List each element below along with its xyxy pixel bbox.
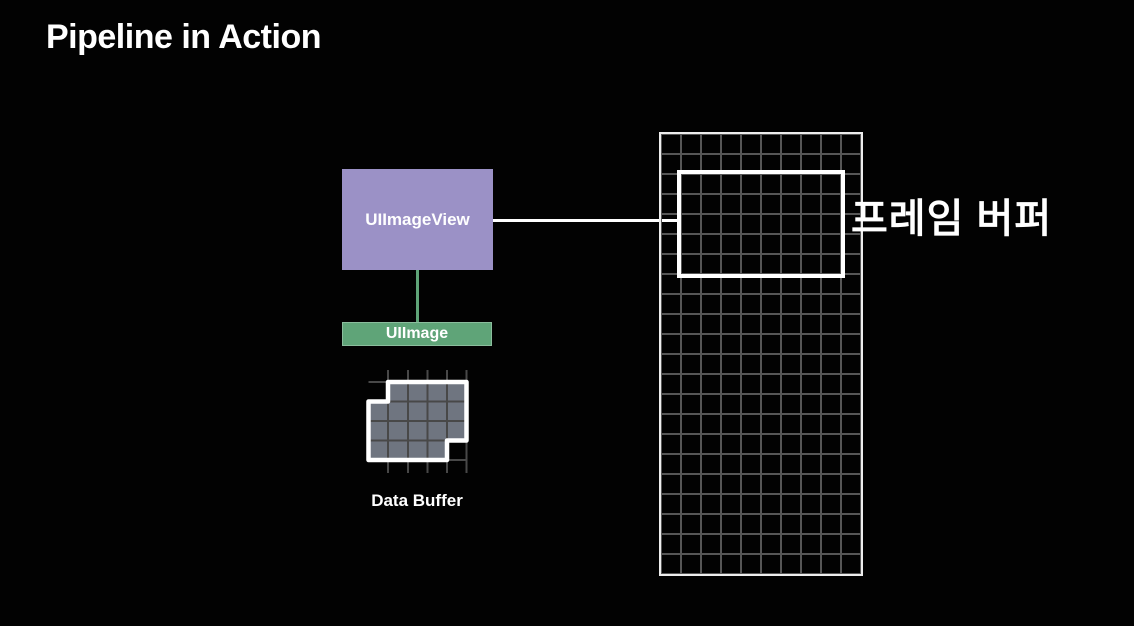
uiimage-box-label: UIImage xyxy=(385,325,449,342)
frame-buffer-label: 프레임 버퍼 xyxy=(851,197,1053,241)
data-buffer-label: Data Buffer xyxy=(371,491,463,510)
data-buffer-outline xyxy=(366,379,469,463)
uiimageview-box-label: UIImageView xyxy=(365,209,470,229)
data-buffer-illustration xyxy=(366,370,469,473)
uiimageview-uiimage-connector xyxy=(416,270,419,322)
uiimageview-box: UIImageView xyxy=(342,169,493,270)
frame-buffer-highlight xyxy=(677,170,845,278)
frame-buffer-grid xyxy=(659,132,863,576)
slide-title: Pipeline in Action xyxy=(46,18,322,56)
uiimageview-framebuffer-connector xyxy=(493,219,679,222)
uiimage-box: UIImage xyxy=(342,322,492,346)
